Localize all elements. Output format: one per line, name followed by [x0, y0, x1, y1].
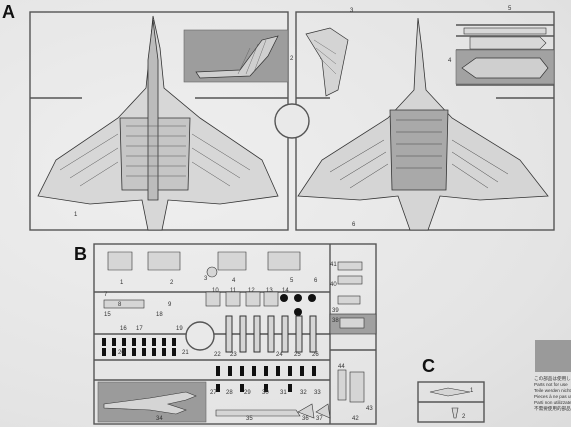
- part-num-b13: 13: [266, 288, 273, 294]
- part-num-a2: 2: [290, 56, 294, 62]
- small-aircraft-part: [97, 381, 207, 423]
- sprue-b-small-rows: [102, 338, 316, 392]
- unused-parts-legend: この部品は使用しません Parts not for use Teile werd…: [534, 376, 571, 413]
- sprue-a-letter: A: [2, 2, 15, 22]
- part-num-b3: 3: [204, 276, 208, 282]
- part-num-b12: 12: [248, 288, 255, 294]
- sprue-b-rods: [225, 315, 317, 353]
- part-num-b1: 1: [120, 280, 124, 286]
- tail-fin-part-2: [305, 27, 349, 97]
- part-num-b31: 31: [280, 390, 287, 396]
- part-num-b24: 24: [276, 352, 283, 358]
- part-num-b14: 14: [282, 288, 289, 294]
- part-num-b19: 19: [176, 326, 183, 332]
- part-num-b35: 35: [246, 416, 253, 422]
- part-num-a4: 4: [448, 58, 452, 64]
- part-num-b21: 21: [182, 350, 189, 356]
- legend-line-fr: Pieces à ne pas utiliser: [534, 394, 571, 400]
- part-num-b11: 11: [230, 288, 237, 294]
- part-num-b41: 41: [330, 262, 337, 268]
- part-num-b42: 42: [352, 416, 359, 422]
- legend-line-zh: 不需要使用的部品: [534, 406, 571, 412]
- part-num-b44: 44: [338, 364, 345, 370]
- part-num-a5: 5: [508, 6, 512, 12]
- sprue-c-parts: [429, 387, 471, 419]
- sprue-b-bottom-parts: [215, 369, 365, 419]
- part-num-b22: 22: [214, 352, 221, 358]
- part-num-b36: 36: [302, 416, 309, 422]
- part-num-b37: 37: [316, 416, 323, 422]
- part-num-b23: 23: [230, 352, 237, 358]
- sprue-c-frame: [417, 381, 485, 423]
- part-num-b18: 18: [156, 312, 163, 318]
- part-num-c2: 2: [462, 414, 466, 420]
- upper-wing-part: [37, 15, 279, 231]
- part-num-b28: 28: [226, 390, 233, 396]
- part-num-b20: 20: [118, 350, 125, 356]
- part-num-b16: 16: [120, 326, 127, 332]
- part-num-c1: 1: [470, 388, 474, 394]
- part-num-b9: 9: [168, 302, 172, 308]
- legend-line-de: Teile werden nicht verwendet: [534, 388, 571, 394]
- sprue-b-parts: [103, 251, 377, 335]
- part-num-b7: 7: [104, 292, 108, 298]
- legend-line-en: Parts not for use: [534, 382, 568, 388]
- part-num-b10: 10: [212, 288, 219, 294]
- sprue-c-letter: C: [422, 356, 435, 376]
- part-num-b17: 17: [136, 326, 143, 332]
- tail-fin-part: [183, 29, 289, 83]
- part-num-b43: 43: [366, 406, 373, 412]
- part-num-b32: 32: [300, 390, 307, 396]
- part-num-b4: 4: [232, 278, 236, 284]
- part-num-a6: 6: [352, 222, 356, 228]
- part-num-a1: 1: [74, 212, 78, 218]
- part-num-b15: 15: [104, 312, 111, 318]
- part-num-b26: 26: [312, 352, 319, 358]
- legend-line-ja: この部品は使用しません: [534, 376, 571, 381]
- part-num-b2: 2: [170, 280, 174, 286]
- part-num-b40: 40: [330, 282, 337, 288]
- part-num-b27: 27: [210, 390, 217, 396]
- part-num-b29: 29: [244, 390, 251, 396]
- part-number-labels: 1 2 3 4 5 6 1 2 3 4 5 6 7 8 9 10 11 12 1…: [74, 6, 512, 422]
- part-num-b38: 38: [332, 318, 339, 324]
- sprue-b-letter: B: [74, 244, 87, 264]
- part-num-b5: 5: [290, 278, 294, 284]
- part-num-b8: 8: [118, 302, 122, 308]
- part-num-b25: 25: [294, 352, 301, 358]
- unused-parts-swatch: [535, 340, 571, 372]
- part-num-b39: 39: [332, 308, 339, 314]
- bomb-bay-part: [455, 27, 555, 85]
- part-num-b34: 34: [156, 416, 163, 422]
- legend-line-it: Parti non utilizzate: [534, 400, 571, 406]
- part-num-b33: 33: [314, 390, 321, 396]
- part-num-a3: 3: [350, 8, 354, 14]
- sprue-b-dots: [280, 294, 316, 316]
- lower-wing-part: [297, 17, 549, 231]
- part-num-b30: 30: [262, 390, 269, 396]
- part-num-b6: 6: [314, 278, 318, 284]
